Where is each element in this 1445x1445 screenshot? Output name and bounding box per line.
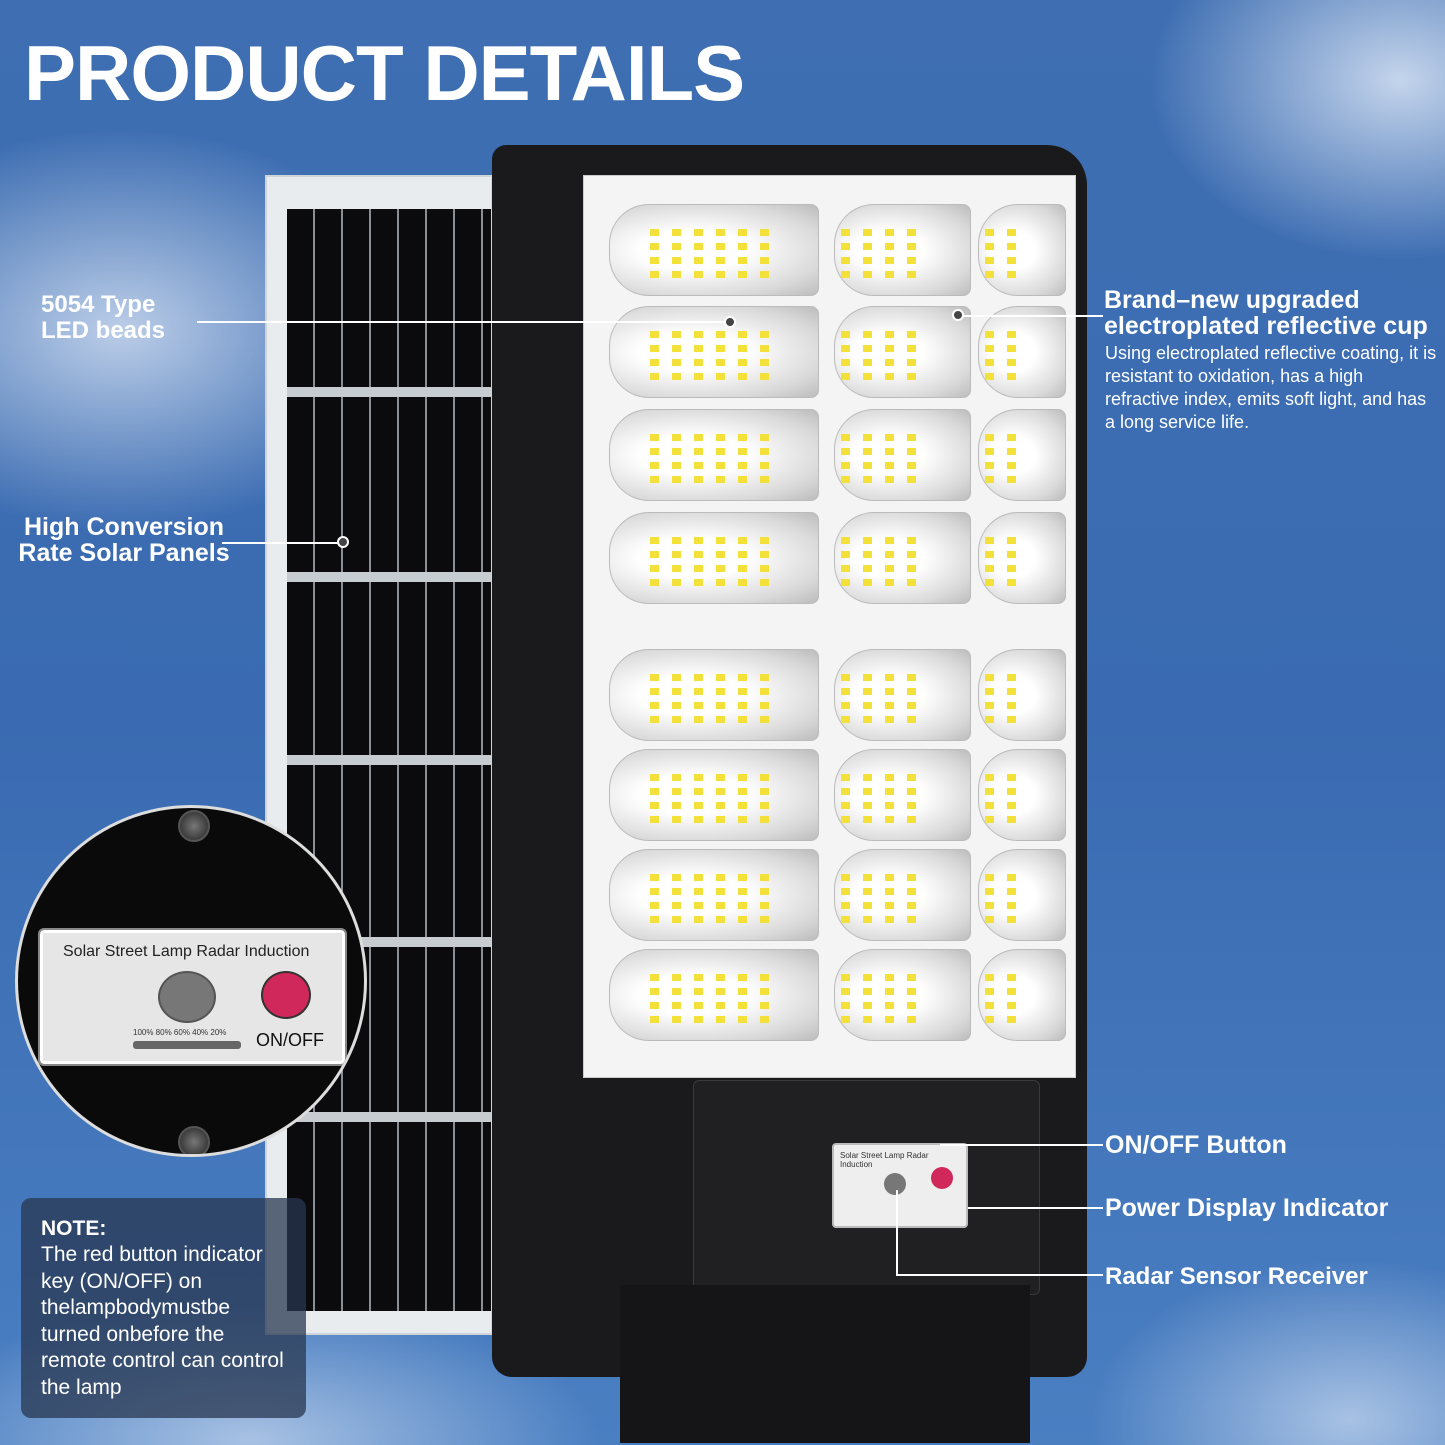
- mini-label-title: Solar Street Lamp Radar Induction: [840, 1151, 929, 1169]
- mount-bracket: [620, 1285, 1030, 1443]
- led-module: [834, 749, 971, 841]
- led-module: [609, 204, 819, 296]
- led-module: [834, 306, 971, 398]
- power-indicator-bar: [133, 1041, 241, 1049]
- led-module: [609, 512, 819, 604]
- onoff-button[interactable]: [261, 971, 311, 1019]
- radar-sensor-icon: [158, 971, 216, 1023]
- note-body: The red button indicator key (ON/OFF) on…: [41, 1243, 284, 1399]
- led-module: [978, 749, 1066, 841]
- led-module: [978, 849, 1066, 941]
- power-display-label: Power Display Indicator: [1105, 1194, 1389, 1222]
- led-module: [609, 749, 819, 841]
- led-module: [609, 849, 819, 941]
- led-module: [834, 204, 971, 296]
- led-module: [978, 204, 1066, 296]
- page-title: PRODUCT DETAILS: [24, 29, 745, 117]
- led-module: [609, 306, 819, 398]
- radar-sensor: [884, 1173, 906, 1195]
- onoff-button-label: ON/OFF Button: [1105, 1131, 1287, 1159]
- led-module: [834, 649, 971, 741]
- led-module: [978, 512, 1066, 604]
- led-array: [583, 175, 1076, 1078]
- led-module: [978, 306, 1066, 398]
- mini-onoff-button[interactable]: [931, 1167, 953, 1189]
- screw-icon: [178, 1126, 210, 1154]
- led-module: [978, 649, 1066, 741]
- solar-panel: [265, 175, 493, 1335]
- power-percentages: 100% 80% 60% 40% 20%: [133, 1028, 227, 1037]
- screw-icon: [178, 810, 210, 842]
- led-module: [834, 409, 971, 501]
- led-module: [978, 409, 1066, 501]
- note-heading: NOTE:: [41, 1217, 107, 1240]
- led-module: [609, 949, 819, 1041]
- led-module: [609, 649, 819, 741]
- onoff-text: ON/OFF: [256, 1030, 324, 1050]
- led-module: [978, 949, 1066, 1041]
- radar-sensor-label: Radar Sensor Receiver: [1105, 1263, 1368, 1290]
- inset-title: Solar Street Lamp Radar Induction: [63, 943, 310, 960]
- led-module: [834, 512, 971, 604]
- led-module: [609, 409, 819, 501]
- inset-control-label: Solar Street Lamp Radar Induction 100% 8…: [38, 928, 347, 1066]
- reflective-cup-description: Using electroplated reflective coating, …: [1105, 343, 1437, 432]
- note-box: NOTE: The red button indicator key (ON/O…: [21, 1198, 306, 1418]
- led-module: [834, 949, 971, 1041]
- control-label: Solar Street Lamp Radar Induction: [832, 1143, 968, 1228]
- led-module: [834, 849, 971, 941]
- zoom-inset: Solar Street Lamp Radar Induction 100% 8…: [15, 805, 367, 1157]
